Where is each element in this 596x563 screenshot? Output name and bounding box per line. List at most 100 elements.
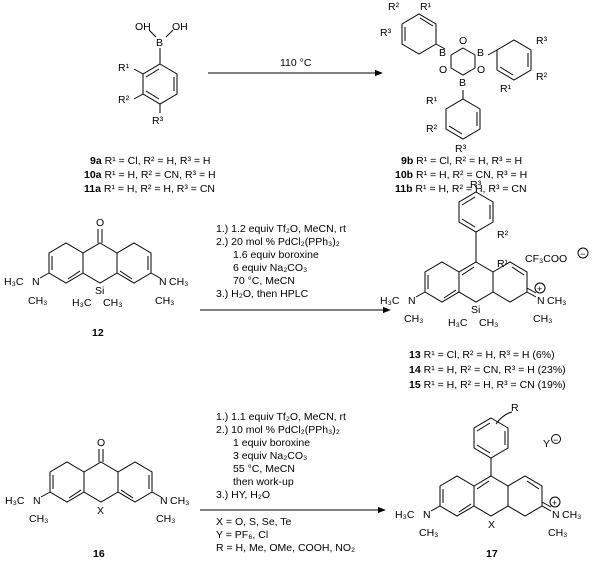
r3-substituent: R³ bbox=[536, 35, 548, 47]
methyl-group: CH₃ bbox=[419, 527, 438, 539]
nitrogen-atom: N bbox=[32, 276, 40, 288]
svg-text:55 °C, MeCN: 55 °C, MeCN bbox=[233, 463, 295, 475]
svg-text:then work-up: then work-up bbox=[233, 476, 294, 488]
ring-boron: B bbox=[439, 47, 446, 59]
arylboronic-acid-structure: B OH OH R¹ R² R³ bbox=[118, 21, 188, 127]
methyl-group: CH₃ bbox=[103, 297, 122, 309]
counterion-trifluoroacetate: CF₃COO bbox=[525, 253, 567, 265]
silicon-atom: Si bbox=[471, 304, 480, 316]
r-substituent: R bbox=[511, 402, 519, 414]
methyl-group: CH₃ bbox=[548, 527, 567, 539]
r1-substituent: R¹ bbox=[497, 258, 509, 270]
svg-text:1.) 1.1 equiv Tf₂O, MeCN, rt: 1.) 1.1 equiv Tf₂O, MeCN, rt bbox=[216, 411, 346, 423]
r1-substituent: R¹ bbox=[420, 1, 432, 13]
r3-substituent: R³ bbox=[455, 143, 467, 155]
compound-label: 15 R¹ = H, R² = H, R³ = CN (19%) bbox=[409, 379, 566, 391]
svg-text:3.) HY, H₂O: 3.) HY, H₂O bbox=[216, 489, 270, 501]
ring-boron: B bbox=[477, 47, 484, 59]
methyl-group: H₃C bbox=[5, 495, 25, 507]
methyl-group: CH₃ bbox=[155, 295, 174, 307]
boroxine-structure: O B O B O B R¹ R² R³ R³ R² R¹ R¹ R² R³ bbox=[380, 1, 548, 155]
nitrogen-atom: N bbox=[159, 276, 167, 288]
svg-text:3.) H₂O, then HPLC: 3.) H₂O, then HPLC bbox=[216, 288, 309, 300]
xanthone-structure: O X N H₃C CH₃ N CH₃ CH₃ bbox=[5, 437, 189, 525]
compound-label-16: 16 bbox=[93, 548, 105, 560]
row2-conditions: 1.) 1.2 equiv Tf₂O, MeCN, rt 2.) 20 mol … bbox=[216, 223, 346, 300]
boron-atom: B bbox=[156, 37, 163, 49]
hydroxyl-right: OH bbox=[172, 21, 188, 33]
methyl-group: CH₃ bbox=[547, 295, 566, 307]
reactant-label-list: 9a R¹ = Cl, R² = H, R³ = H 10a R¹ = H, R… bbox=[84, 155, 216, 195]
compound-label: 11b R¹ = H, R² = H, R³ = CN bbox=[395, 183, 527, 195]
ring-oxygen: O bbox=[477, 64, 485, 76]
methyl-group: H₃C bbox=[380, 295, 400, 307]
heteroatom-x: X bbox=[97, 505, 104, 517]
svg-text:6 equiv Na₂CO₃: 6 equiv Na₂CO₃ bbox=[233, 262, 307, 274]
iminium-nitrogen: N bbox=[552, 509, 560, 521]
compound-label: 10a R¹ = H, R² = CN, R³ = H bbox=[84, 169, 216, 181]
svg-text:3 equiv Na₂CO₃: 3 equiv Na₂CO₃ bbox=[233, 450, 307, 462]
r1-substituent: R¹ bbox=[426, 95, 438, 107]
svg-text:R = H, Me, OMe, COOH, NO₂: R = H, Me, OMe, COOH, NO₂ bbox=[216, 542, 355, 554]
counterion-y: Y bbox=[543, 438, 550, 450]
methyl-group: CH₃ bbox=[170, 495, 189, 507]
compound-label: 10b R¹ = H, R² = CN, R³ = H bbox=[395, 169, 527, 181]
negative-charge: − bbox=[553, 435, 558, 445]
ring-boron: B bbox=[459, 77, 466, 89]
methyl-group: CH₃ bbox=[169, 276, 188, 288]
compound-label: 13 R¹ = Cl, R² = H, R³ = H (6%) bbox=[409, 349, 555, 361]
variable-definitions: X = O, S, Se, Te Y = PF₆, Cl R = H, Me, … bbox=[216, 516, 355, 554]
hydroxyl-left: OH bbox=[135, 21, 151, 33]
methyl-group: CH₃ bbox=[404, 313, 423, 325]
methyl-group: CH₃ bbox=[29, 513, 48, 525]
product-yield-list: 13 R¹ = Cl, R² = H, R³ = H (6%) 14 R¹ = … bbox=[409, 349, 566, 391]
compound-label-12: 12 bbox=[92, 327, 104, 339]
svg-text:2.) 20 mol % PdCl₂(PPh₃)₂: 2.) 20 mol % PdCl₂(PPh₃)₂ bbox=[216, 236, 340, 248]
svg-text:X = O, S, Se, Te: X = O, S, Se, Te bbox=[216, 516, 292, 528]
carbonyl-oxygen: O bbox=[96, 217, 104, 229]
silicon-rhodamine-structure: R³ R² R¹ Si H₃C CH₃ N H₃C CH₃ N + CH₃ CH… bbox=[380, 179, 566, 329]
svg-text:1.6 equiv boroxine: 1.6 equiv boroxine bbox=[233, 249, 319, 261]
compound-label: 9a R¹ = Cl, R² = H, R³ = H bbox=[90, 155, 211, 167]
r2-substituent: R² bbox=[426, 123, 438, 135]
compound-label: 11a R¹ = H, R² = H, R³ = CN bbox=[84, 183, 215, 195]
svg-text:70 °C, MeCN: 70 °C, MeCN bbox=[233, 275, 295, 287]
svg-text:1.) 1.2 equiv Tf₂O, MeCN, rt: 1.) 1.2 equiv Tf₂O, MeCN, rt bbox=[216, 223, 346, 235]
r3-substituent: R³ bbox=[470, 179, 482, 191]
carbonyl-oxygen: O bbox=[97, 437, 105, 449]
methyl-group: CH₃ bbox=[533, 313, 552, 325]
product-label-list: 9b R¹ = Cl, R² = H, R³ = H 10b R¹ = H, R… bbox=[395, 155, 527, 195]
methyl-group: CH₃ bbox=[562, 509, 581, 521]
r1-substituent: R¹ bbox=[118, 62, 130, 74]
r2-substituent: R² bbox=[497, 229, 509, 241]
ring-oxygen: O bbox=[439, 64, 447, 76]
nitrogen-atom: N bbox=[160, 495, 168, 507]
iminium-nitrogen: N bbox=[537, 295, 545, 307]
methyl-group: H₃C bbox=[395, 509, 415, 521]
svg-text:1 equiv boroxine: 1 equiv boroxine bbox=[233, 437, 310, 449]
r2-substituent: R² bbox=[388, 1, 400, 13]
nitrogen-atom: N bbox=[33, 495, 41, 507]
row1-condition: 110 °C bbox=[280, 57, 312, 69]
methyl-group: H₃C bbox=[4, 276, 24, 288]
methyl-group: H₃C bbox=[72, 297, 92, 309]
r3-substituent: R³ bbox=[380, 27, 392, 39]
methyl-group: H₃C bbox=[448, 317, 468, 329]
heteroatom-x: X bbox=[488, 519, 495, 531]
ring-oxygen: O bbox=[459, 35, 467, 47]
methyl-group: CH₃ bbox=[479, 317, 498, 329]
rhodamine-product-structure: R X N H₃C CH₃ N + CH₃ CH₃ bbox=[395, 402, 581, 539]
silicon-xanthone-structure: O Si H₃C CH₃ N H₃C CH₃ N CH₃ CH₃ bbox=[4, 217, 188, 309]
svg-text:Y = PF₆, Cl: Y = PF₆, Cl bbox=[216, 529, 268, 541]
methyl-group: CH₃ bbox=[156, 513, 175, 525]
compound-label-17: 17 bbox=[486, 548, 498, 560]
r3-substituent: R³ bbox=[152, 115, 164, 127]
positive-charge: + bbox=[537, 284, 542, 294]
row3-conditions: 1.) 1.1 equiv Tf₂O, MeCN, rt 2.) 10 mol … bbox=[216, 411, 346, 501]
nitrogen-atom: N bbox=[408, 295, 416, 307]
positive-charge: + bbox=[552, 498, 557, 508]
silicon-atom: Si bbox=[95, 285, 104, 297]
svg-text:2.) 10 mol % PdCl₂(PPh₃)₂: 2.) 10 mol % PdCl₂(PPh₃)₂ bbox=[216, 424, 340, 436]
negative-charge: − bbox=[580, 249, 585, 259]
